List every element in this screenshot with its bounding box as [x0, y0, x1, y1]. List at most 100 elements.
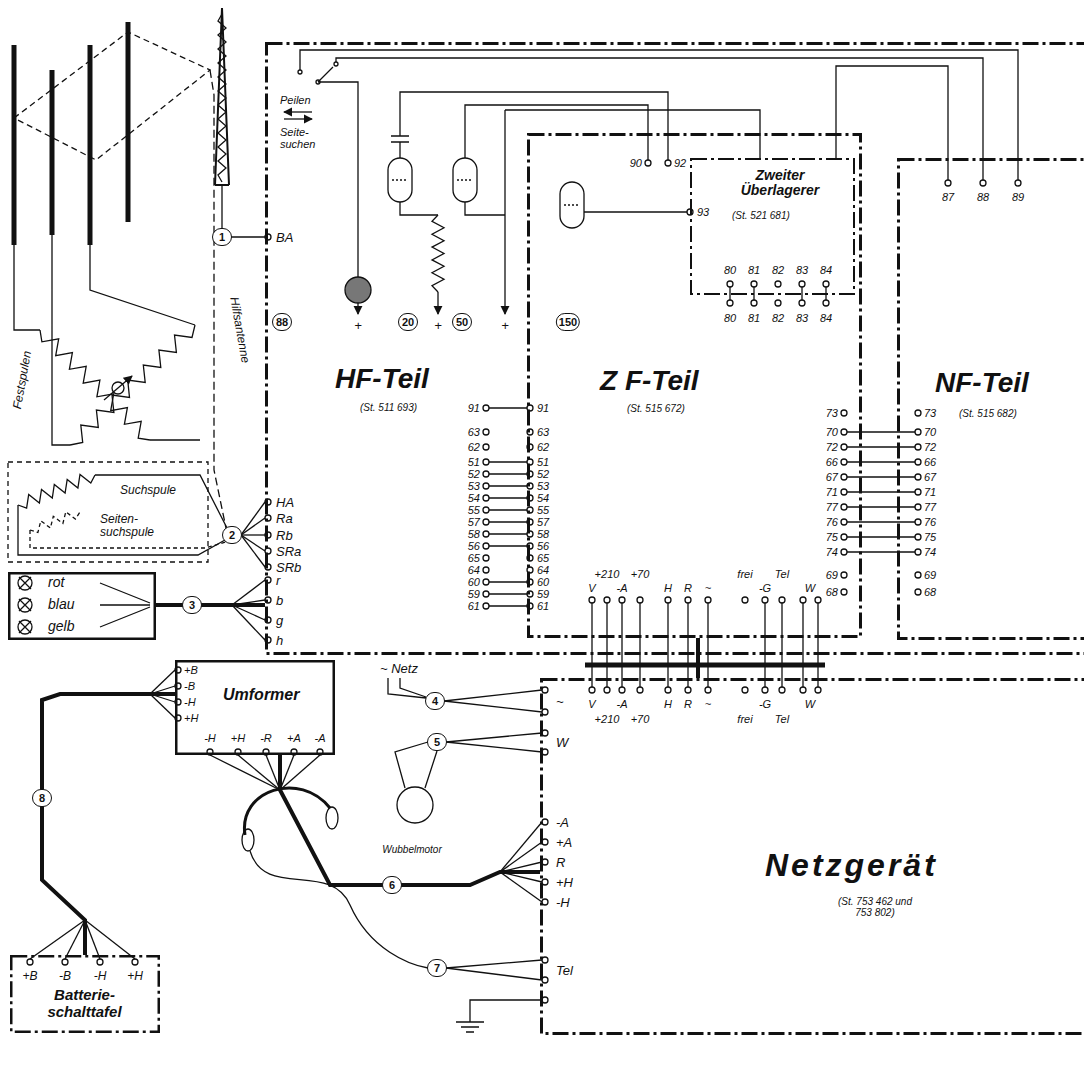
terminal-pin [915, 459, 921, 465]
pin-label: 82 [772, 265, 784, 276]
pin-label: +H [127, 970, 143, 982]
wire [238, 755, 280, 790]
pin-label: 92 [674, 158, 686, 169]
pin-label: Tel [775, 714, 789, 725]
wire [446, 733, 542, 742]
terminal-pin [483, 483, 489, 489]
unit-box: HF-Teil(St. 511 693)Z F-Teil(St. 515 672… [265, 42, 1084, 655]
wire-stroke [284, 111, 312, 112]
pin-label: 84 [820, 313, 832, 324]
wire-stroke [388, 678, 426, 698]
wire [500, 872, 542, 902]
wire-stroke [244, 788, 330, 835]
pin-label: W [805, 699, 815, 710]
pin-label: -B [184, 681, 195, 692]
pin-label: R [684, 583, 692, 594]
terminal-pin [762, 687, 768, 693]
pin-label: 83 [796, 313, 808, 324]
wire-stroke [18, 576, 32, 590]
callout-number: 5 [427, 733, 447, 751]
pin-label: +B [22, 970, 37, 982]
cable-bundle [156, 603, 265, 607]
pin-label: BA [276, 231, 293, 244]
box-border [9, 573, 155, 639]
pin-label: 87 [942, 192, 954, 203]
pin-label: 73 [826, 408, 838, 419]
terminal-pin [742, 687, 748, 693]
pin-label: 82 [772, 313, 784, 324]
wire-stroke [504, 110, 505, 314]
wire [65, 920, 85, 959]
pin-label: 63 [537, 427, 549, 438]
pin-label: 72 [924, 442, 936, 453]
callout-number: 2 [222, 526, 242, 544]
pin-label: g [276, 614, 283, 627]
wire [847, 461, 915, 462]
pin-label: +210 [595, 569, 620, 580]
wire-stroke [298, 70, 302, 74]
terminal-pin [915, 429, 921, 435]
pin-label: -A [315, 733, 326, 744]
cable-number: 6 [382, 876, 402, 894]
pin-label: 57 [537, 517, 549, 528]
pin-label: 71 [924, 487, 936, 498]
terminal-pin [841, 429, 847, 435]
terminal-pin [727, 300, 733, 306]
terminal-pin [637, 597, 643, 603]
pin-label: 81 [748, 265, 760, 276]
pin-label: 68 [826, 587, 838, 598]
pin-label: 55 [468, 505, 480, 516]
wire-stroke [397, 787, 433, 823]
box-outline [897, 158, 1084, 640]
unit-title: Z F-Teil [600, 366, 699, 397]
wire [489, 485, 527, 486]
wire [446, 968, 542, 980]
pin-label: Rb [276, 529, 293, 542]
terminal-pin [841, 410, 847, 416]
box-outline [8, 572, 156, 640]
terminal-pin [841, 459, 847, 465]
pin-label: +70 [631, 714, 650, 725]
wire [446, 960, 542, 968]
wire [500, 822, 542, 872]
pin-label: +210 [595, 714, 620, 725]
pin-label: 91 [468, 403, 480, 414]
unit-title: (St. 521 681) [732, 210, 790, 221]
terminal-pin [665, 687, 671, 693]
terminal-pin [483, 459, 489, 465]
terminal-pin [915, 444, 921, 450]
wire [489, 521, 527, 522]
box-border [11, 956, 159, 1032]
pin-label: 74 [924, 547, 936, 558]
drawing-group [8, 8, 1018, 1032]
terminal-pin [800, 687, 806, 693]
terminal-pin [915, 474, 921, 480]
wire [150, 694, 175, 718]
terminal-pin [97, 959, 103, 965]
unit-title: (St. 515 672) [627, 403, 685, 414]
wire-stroke [392, 180, 580, 205]
terminal-pin [742, 597, 748, 603]
pin-label: Hilfsantenne [228, 296, 251, 364]
wire-stroke [437, 292, 438, 314]
wire [489, 605, 527, 606]
wire [280, 755, 320, 790]
terminal-pin [685, 687, 691, 693]
wire-stroke [453, 158, 477, 202]
pin-label: Festspulen [11, 350, 33, 410]
box-border [691, 159, 854, 294]
pin-label: frei [737, 714, 752, 725]
wire [621, 603, 622, 687]
terminal-pin [727, 281, 733, 287]
terminal-pin [815, 687, 821, 693]
pin-label: + [434, 319, 442, 332]
pin-label: 56 [468, 541, 480, 552]
pin-label: W [805, 583, 815, 594]
pin-label: 75 [924, 532, 936, 543]
pin-label: 66 [826, 457, 838, 468]
pin-label: 67 [826, 472, 838, 483]
terminal-pin [483, 495, 489, 501]
pin-label: R [684, 699, 692, 710]
wire [150, 670, 175, 694]
